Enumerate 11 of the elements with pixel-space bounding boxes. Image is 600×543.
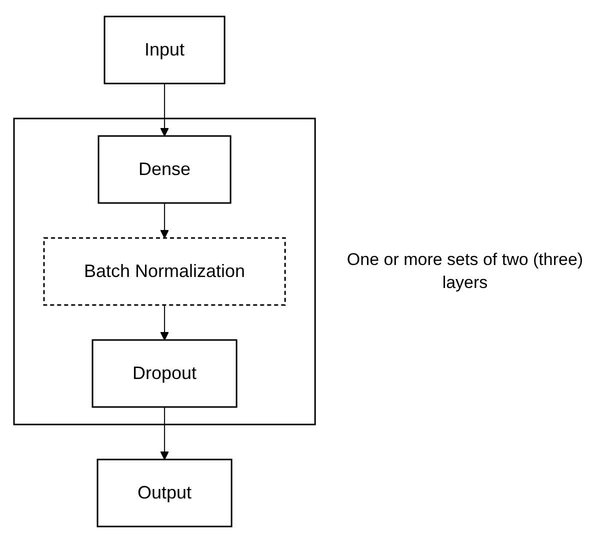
arrow [160,83,170,136]
group-caption: One or more sets of two (three) layers [346,249,584,294]
node-box: Dropout [92,339,238,408]
arrow [160,406,170,460]
cluster [14,118,316,426]
node-box: Input [104,16,226,84]
arrow [160,304,170,340]
node-box: Output [97,458,233,528]
arrow [160,202,170,238]
node-box: Dense [98,135,232,204]
node-box: Batch Normalization [44,237,286,306]
